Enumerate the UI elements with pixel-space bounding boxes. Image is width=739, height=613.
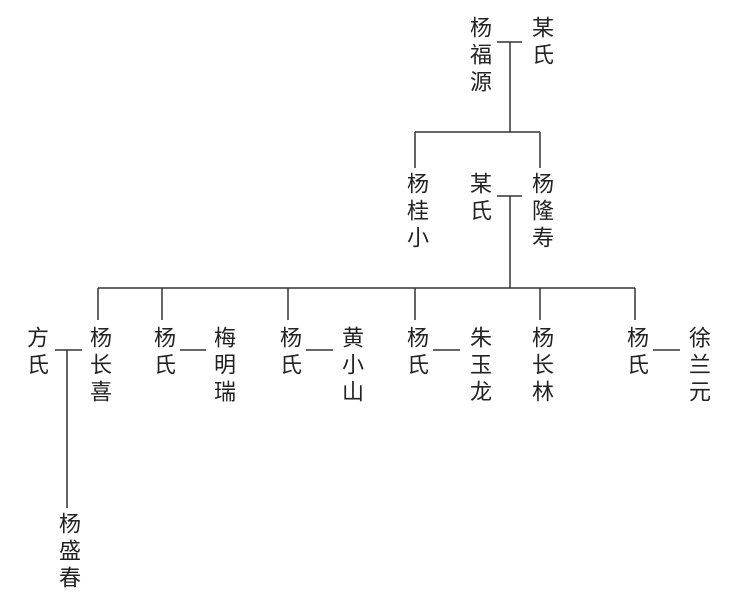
person-huang-xiaoshan: 黄小山 [338,326,363,407]
person-xu-lanyuan: 徐兰元 [685,326,710,407]
person-yang-longshou: 杨隆寿 [528,172,553,253]
person-wife-gen2: 某氏 [466,172,491,226]
person-mei-mingrui: 梅明瑞 [210,326,235,407]
person-yang-changlin: 杨长林 [528,326,553,407]
person-yang-shi-1: 杨氏 [150,326,175,380]
person-yang-shi-2: 杨氏 [276,326,301,380]
person-fang-shi: 方氏 [23,326,48,380]
person-yang-shengchun: 杨盛春 [55,512,80,593]
person-yang-fuyuan: 杨福源 [466,16,491,97]
person-yang-shi-4: 杨氏 [623,326,648,380]
person-yang-shi-3: 杨氏 [403,326,428,380]
person-yang-changxi: 杨长喜 [86,326,111,407]
person-zhu-yulong: 朱玉龙 [466,326,491,407]
person-wife-gen1: 某氏 [528,16,553,70]
person-yang-guixiao: 杨桂小 [403,172,428,253]
